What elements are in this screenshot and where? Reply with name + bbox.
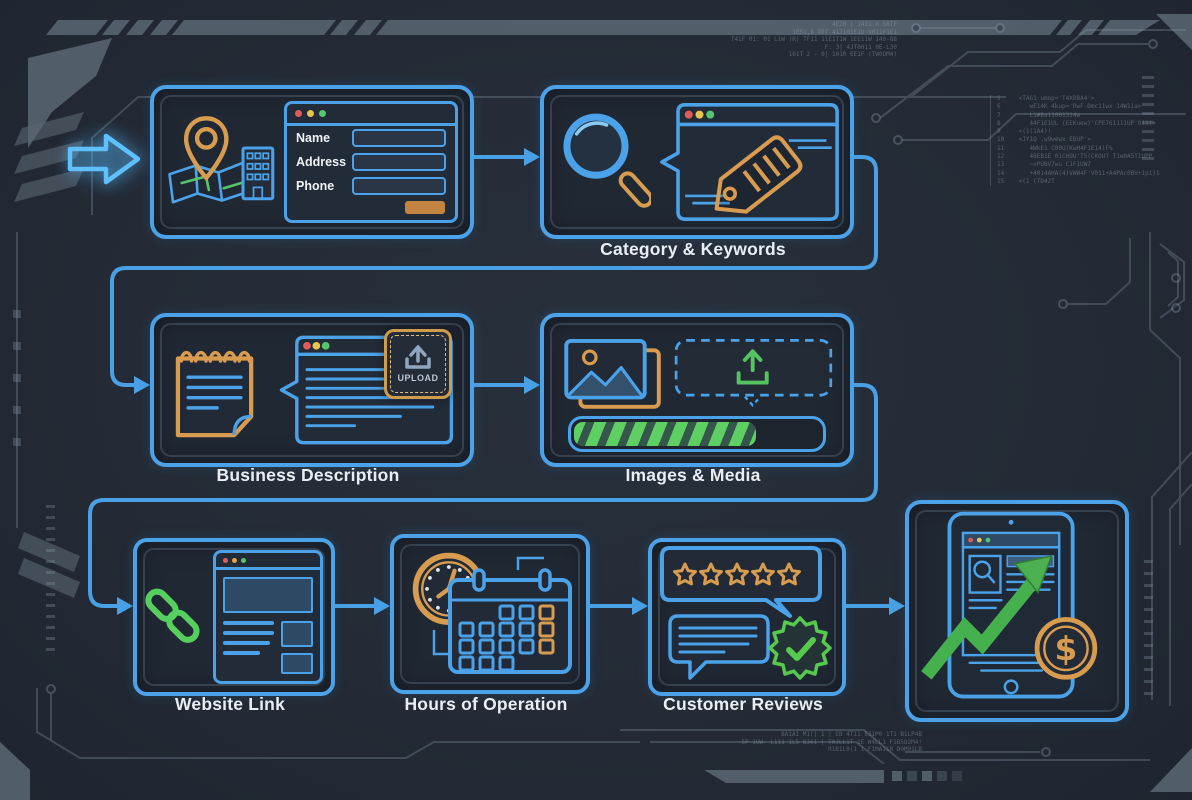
decorative-code-text-top: 4E20 | 1411 0 50TF 1E51,8 70T 41J101E1U … <box>730 21 897 59</box>
panel-hours-operation <box>390 534 590 694</box>
calendar-icon <box>448 568 572 674</box>
phone-input[interactable] <box>352 177 446 195</box>
browser-form-window: Name Address Phone <box>284 101 458 223</box>
verified-badge-icon <box>768 616 832 680</box>
link-icon <box>145 588 200 643</box>
reviews-icons <box>660 546 832 680</box>
text-lines <box>223 621 274 674</box>
upload-progress-bar <box>568 416 826 452</box>
search-thumbnail <box>968 554 1002 594</box>
hero-block <box>223 577 313 613</box>
stars-bubble <box>660 546 822 618</box>
upload-button[interactable]: UPLOAD <box>384 329 452 399</box>
window-dot-green <box>319 110 326 117</box>
panel-category-keywords <box>540 85 854 239</box>
upload-button-label: UPLOAD <box>397 373 439 383</box>
panel-business-description: UPLOAD <box>150 313 474 467</box>
magnifier-icon <box>563 113 651 208</box>
window-dot-yellow <box>307 110 314 117</box>
submit-button[interactable] <box>405 201 445 214</box>
window-dot-red <box>223 557 229 563</box>
growth-icons: $ <box>921 511 1098 699</box>
map-pin-icon <box>183 116 229 182</box>
field-label-name: Name <box>296 131 331 145</box>
field-label-phone: Phone <box>296 179 335 193</box>
panel-images-media <box>540 313 854 467</box>
location-icons <box>168 116 275 204</box>
address-input[interactable] <box>352 153 446 171</box>
decorative-code-block: 5 <TAG1 umop='T4X0BA4'> 6 wE14K 4kup='Rw… <box>990 95 1160 187</box>
hours-icons <box>412 552 572 674</box>
decorative-code-text-bottom: BA1A1 M1(| 1 | EB 4T11 5J1P0 1T1 B1LP4B … <box>741 731 922 754</box>
svg-text:$: $ <box>1055 630 1078 668</box>
window-dot-green <box>241 557 247 563</box>
upload-progress-fill <box>574 422 757 446</box>
dollar-coin-icon: $ <box>1034 617 1098 680</box>
building-icon <box>241 146 275 201</box>
label-customer-reviews: Customer Reviews <box>663 694 823 714</box>
name-input[interactable] <box>352 129 446 147</box>
window-dot-red <box>295 110 302 117</box>
chat-bubble <box>668 614 770 680</box>
panel-customer-reviews <box>648 538 846 696</box>
sidebar-block <box>281 653 313 674</box>
tag-icon <box>714 135 802 214</box>
photo-icon <box>564 338 661 409</box>
panel-business-info: Name Address Phone <box>150 85 474 239</box>
panel-website-link <box>133 538 335 696</box>
notepad-icon <box>175 350 254 438</box>
label-business-description: Business Description <box>216 465 400 485</box>
start-arrow-icon <box>67 133 141 185</box>
browser-bubble <box>659 103 839 221</box>
sidebar-block <box>281 621 313 647</box>
growth-arrow-icon <box>921 555 1053 680</box>
upload-dropzone-icon[interactable] <box>673 327 834 421</box>
label-hours-operation: Hours of Operation <box>404 694 568 714</box>
webpage-window <box>213 550 323 684</box>
upload-icon <box>405 345 431 369</box>
label-website-link: Website Link <box>174 694 286 714</box>
label-images-media: Images & Media <box>625 465 761 485</box>
label-category-keywords: Category & Keywords <box>600 239 786 259</box>
field-label-address: Address <box>296 155 347 169</box>
window-dot-orange <box>232 557 238 563</box>
panel-growth-results: $ <box>905 500 1129 722</box>
search-icon <box>973 560 992 579</box>
